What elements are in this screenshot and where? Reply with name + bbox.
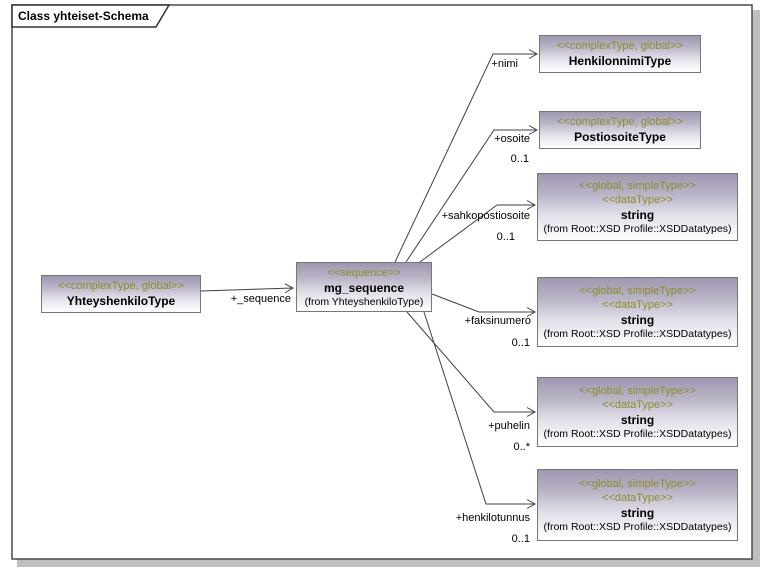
node-name: YhteyshenkiloType [66,294,176,308]
node-string-henkilotunnus[interactable]: <<global, simpleType>> <<dataType>> stri… [537,469,738,541]
node-from-clause: (from Root::XSD Profile::XSDDatatypes) [543,427,732,440]
node-name: string [620,412,655,427]
node-stereotype: <<complexType, global>> [557,116,683,128]
node-henkilonnimitype[interactable]: <<complexType, global>> HenkilonnimiType [539,35,701,73]
node-string-puhelin[interactable]: <<global, simpleType>> <<dataType>> stri… [537,377,738,447]
edge-puhelin[interactable] [406,311,537,417]
node-stereotype: <<dataType>> [602,193,673,206]
node-name: string [620,312,655,327]
edge-multiplicity-faksinumero[interactable]: 0..1 [511,337,530,349]
node-stereotype: <<global, simpleType>> [579,477,696,490]
node-stereotype: <<dataType>> [602,298,673,311]
node-stereotype: <<complexType, global>> [557,40,683,52]
node-from-clause: (from YhteyshenkiloType) [304,295,424,308]
edge-faksinumero[interactable] [431,293,537,317]
edge-label-henkilotunnus[interactable]: +henkilotunnus [455,512,530,524]
node-string-sahkopostiosoite[interactable]: <<global, simpleType>> <<dataType>> stri… [537,173,738,241]
node-from-clause: (from Root::XSD Profile::XSDDatatypes) [543,520,732,533]
node-from-clause: (from Root::XSD Profile::XSDDatatypes) [543,327,732,340]
node-stereotype: <<dataType>> [602,398,673,411]
edge-label-sahkopostiosoite[interactable]: +sahkopostiosoite [441,210,530,222]
node-stereotype: <<global, simpleType>> [579,284,696,297]
edge-osoite[interactable] [405,125,539,263]
node-name: string [620,207,655,222]
edge-sequence[interactable] [200,283,295,294]
node-name: PostiosoiteType [574,130,666,144]
node-name: string [620,505,655,520]
edge-label-puhelin[interactable]: +puhelin [488,420,530,432]
node-name: mg_sequence [323,280,405,295]
edge-henkilotunnus[interactable] [423,311,537,509]
node-stereotype: <<global, simpleType>> [579,384,696,397]
edge-multiplicity-osoite[interactable]: 0..1 [510,153,529,165]
node-yhteyshenkilotype[interactable]: <<complexType, global>> YhteyshenkiloTyp… [41,275,201,313]
node-mg-sequence[interactable]: <<sequence>> mg_sequence (from Yhteyshen… [296,262,432,312]
frame-tab [11,4,171,28]
node-name: HenkilonnimiType [568,54,672,68]
edge-label-nimi[interactable]: +nimi [491,58,518,70]
edge-label-faksinumero[interactable]: +faksinumero [464,315,531,327]
edge-multiplicity-sahkopostiosoite[interactable]: 0..1 [496,231,515,243]
node-stereotype: <<global, simpleType>> [579,179,696,192]
node-postiosoitetype[interactable]: <<complexType, global>> PostiosoiteType [539,111,701,149]
edge-label-sequence[interactable]: +_sequence [230,293,291,305]
edge-multiplicity-henkilotunnus[interactable]: 0..1 [511,533,530,545]
edge-label-osoite[interactable]: +osoite [494,133,530,145]
edge-sahkopostiosoite[interactable] [419,200,537,263]
node-string-faksinumero[interactable]: <<global, simpleType>> <<dataType>> stri… [537,277,738,347]
node-stereotype: <<dataType>> [602,491,673,504]
node-stereotype: <<sequence>> [327,266,401,279]
edge-nimi[interactable] [394,49,539,263]
node-stereotype: <<complexType, global>> [58,280,184,292]
node-from-clause: (from Root::XSD Profile::XSDDatatypes) [543,222,732,235]
edge-multiplicity-puhelin[interactable]: 0..* [513,441,530,453]
frame-title: Class yhteiset-Schema [18,9,149,23]
